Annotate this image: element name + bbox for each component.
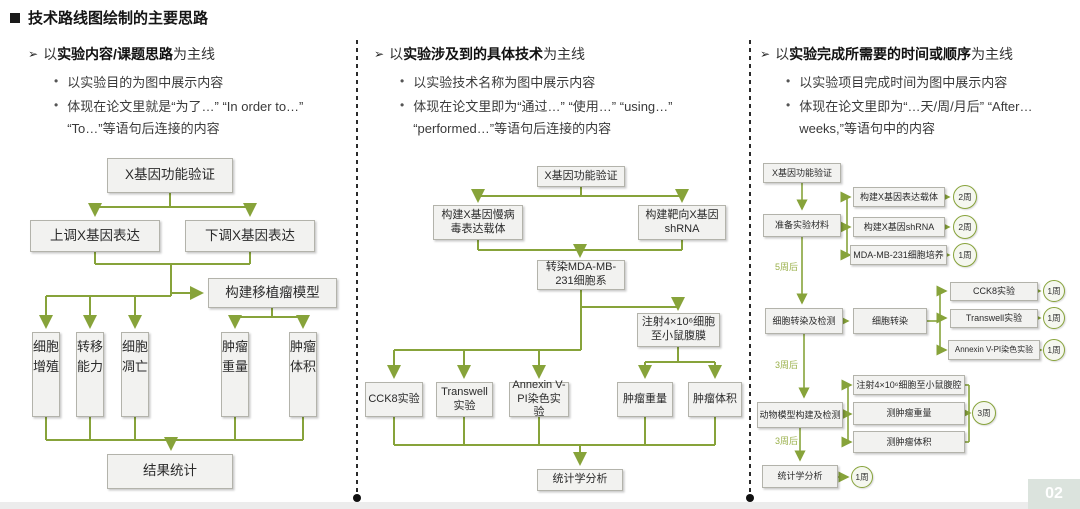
flow2-node-cck8-assay: CCK8实验 (365, 382, 423, 417)
column-divider-2 (749, 40, 751, 492)
col1-heading-text: 以实验内容/课题思路为主线 (43, 46, 215, 62)
flow3-node-statistical-analysis: 统计学分析 (762, 465, 838, 488)
bullet-item: • 体现在论文里就是“为了…” “In order to…” “To…”等语句后… (54, 96, 346, 139)
page-number-badge: 02 (1028, 479, 1080, 509)
bullet-item: • 以实验技术名称为图中展示内容 (400, 72, 738, 93)
flow1-node-root: X基因功能验证 (107, 158, 233, 193)
arrow-bullet-icon: ➢ (374, 47, 385, 61)
flow2-node-transwell-assay: Transwell实验 (436, 382, 493, 417)
time-badge: 1周 (1043, 280, 1065, 302)
flow3-node-transwell-assay: Transwell实验 (950, 309, 1038, 328)
col1-heading: ➢ 以实验内容/课题思路为主线 (28, 44, 215, 64)
wait-label-3-weeks: 3周后 (774, 358, 800, 371)
arrow-bullet-icon: ➢ (28, 47, 39, 61)
col3-heading: ➢ 以实验完成所需要的时间或顺序为主线 (760, 44, 1013, 64)
divider-dot-1 (353, 494, 361, 502)
flow2-node-inject-cells: 注射4×10⁶细胞至小鼠腹膜 (637, 313, 720, 347)
square-bullet-icon (10, 12, 20, 23)
flow2-node-tumor-weight: 肿瘤重量 (617, 382, 673, 417)
flow2-node-statistical-analysis: 统计学分析 (537, 469, 623, 491)
flow3-node-transfection-detection: 细胞转染及检测 (765, 308, 843, 334)
page-title-text: 技术路线图绘制的主要思路 (28, 10, 209, 27)
wait-label-5-weeks: 5周后 (774, 260, 800, 273)
flow3-node-measure-tumor-volume: 测肿瘤体积 (853, 431, 965, 453)
col2-bullets: • 以实验技术名称为图中展示内容 • 体现在论文里即为“通过…” “使用…” “… (400, 72, 738, 142)
flow1-node-tumor-weight: 肿瘤重量 (221, 332, 249, 417)
col1-bullets: • 以实验目的为图中展示内容 • 体现在论文里就是“为了…” “In order… (54, 72, 346, 142)
bullet-item: • 以实验项目完成时间为图中展示内容 (786, 72, 1070, 93)
flow3-node-measure-tumor-weight: 测肿瘤重量 (853, 402, 965, 425)
wait-label-3-weeks: 3周后 (774, 434, 800, 447)
col3-bullets: • 以实验项目完成时间为图中展示内容 • 体现在论文里即为“…天/周/月后” “… (786, 72, 1070, 142)
flow2-node-tumor-volume: 肿瘤体积 (688, 382, 742, 417)
flow2-node-root: X基因功能验证 (537, 166, 625, 187)
time-badge: 2周 (953, 185, 977, 209)
flow2-node-shrna: 构建靶向X基因shRNA (638, 205, 726, 240)
time-badge: 1周 (1043, 339, 1065, 361)
bullet-dot-icon: • (400, 74, 405, 88)
bullet-item: • 体现在论文里即为“通过…” “使用…” “using…” “performe… (400, 96, 738, 139)
arrow-bullet-icon: ➢ (760, 47, 771, 61)
flow1-node-upregulate: 上调X基因表达 (30, 220, 160, 252)
flow3-node-root: X基因功能验证 (763, 163, 841, 183)
bullet-dot-icon: • (54, 98, 59, 113)
flow1-node-downregulate: 下调X基因表达 (185, 220, 315, 252)
flow2-node-annexin-assay: Annexin V-PI染色实验 (509, 379, 569, 418)
flow3-node-cck8-assay: CCK8实验 (950, 282, 1038, 301)
flow2-node-transfect-cells: 转染MDA-MB-231细胞系 (537, 260, 625, 290)
flow1-node-result-statistics: 结果统计 (107, 454, 233, 489)
flow3-node-shrna: 构建X基因shRNA (853, 217, 945, 237)
flow3-node-inject-cells: 注射4×10⁶细胞至小鼠腹腔 (853, 375, 965, 395)
bullet-dot-icon: • (400, 98, 405, 113)
flow1-node-tumor-volume: 肿瘤体积 (289, 332, 317, 417)
bullet-dot-icon: • (786, 74, 791, 88)
time-badge: 1周 (1043, 307, 1065, 329)
flow3-node-annexin-assay: Annexin V-PI染色实验 (948, 340, 1040, 360)
bullet-dot-icon: • (54, 74, 59, 88)
bottom-strip (0, 502, 1080, 509)
flow1-node-cell-apoptosis: 细胞凋亡 (121, 332, 149, 417)
bullet-item: • 体现在论文里即为“…天/周/月后” “After…weeks,”等语句中的内… (786, 96, 1070, 139)
flow1-node-migration-ability: 转移能力 (76, 332, 104, 417)
col3-heading-text: 以实验完成所需要的时间或顺序为主线 (775, 46, 1014, 62)
flow3-node-prepare-materials: 准备实验材料 (763, 214, 841, 237)
flow3-node-cell-culture: MDA-MB-231细胞培养 (850, 245, 947, 265)
divider-dot-2 (746, 494, 754, 502)
bullet-item: • 以实验目的为图中展示内容 (54, 72, 346, 93)
column-divider-1 (356, 40, 358, 492)
bullet-dot-icon: • (786, 98, 791, 113)
flow3-node-expression-vector: 构建X基因表达载体 (853, 187, 945, 207)
flow2-node-lentivirus-vector: 构建X基因慢病毒表达载体 (433, 205, 523, 240)
col2-heading: ➢ 以实验涉及到的具体技术为主线 (374, 44, 585, 64)
col2-heading-text: 以实验涉及到的具体技术为主线 (389, 46, 586, 62)
time-badge: 1周 (953, 243, 977, 267)
page-title: 技术路线图绘制的主要思路 (10, 7, 208, 28)
flow1-node-xenograft-model: 构建移植瘤模型 (208, 278, 337, 308)
flow3-node-cell-transfection: 细胞转染 (853, 308, 927, 334)
flow3-node-animal-model: 动物模型构建及检测 (757, 402, 843, 428)
flow1-node-cell-proliferation: 细胞增殖 (32, 332, 60, 417)
time-badge: 2周 (953, 215, 977, 239)
time-badge: 3周 (972, 401, 996, 425)
time-badge: 1周 (851, 466, 873, 488)
